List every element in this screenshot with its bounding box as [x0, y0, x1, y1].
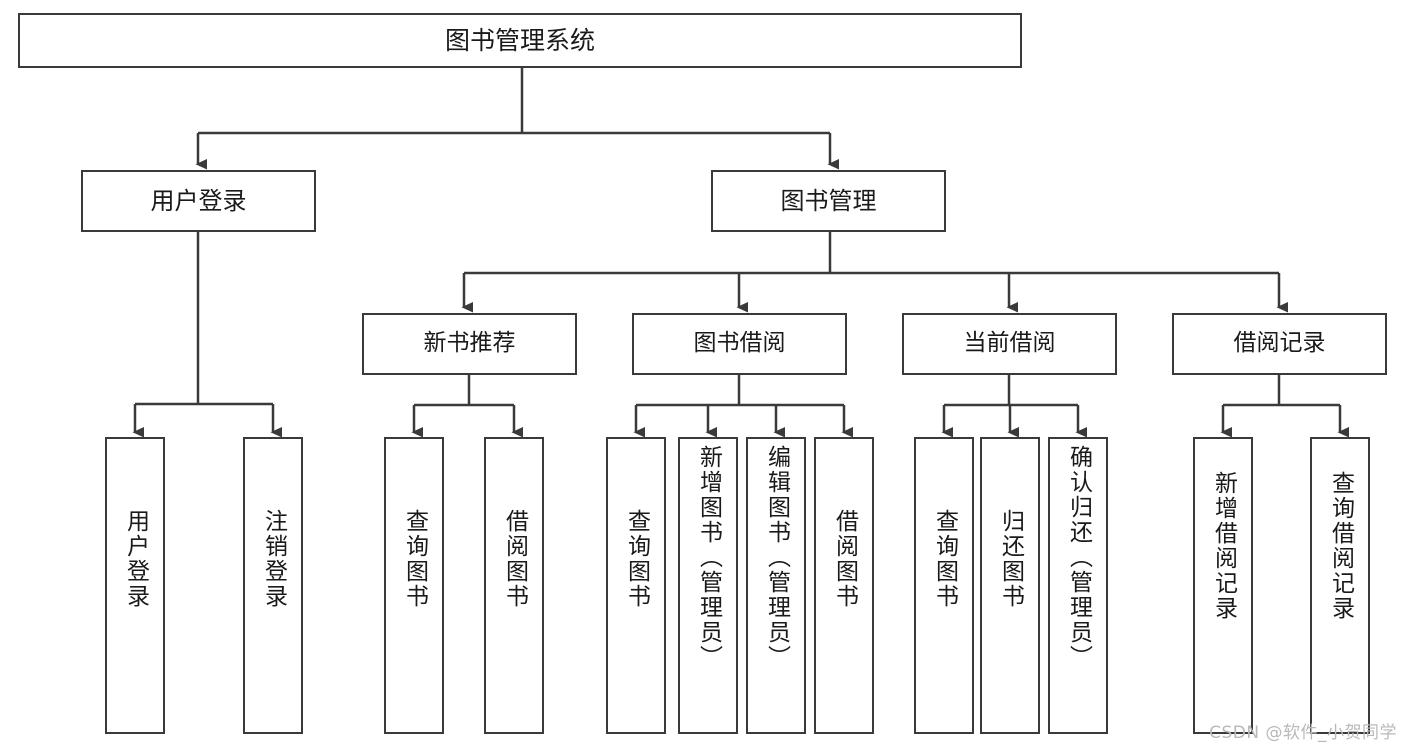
node-leaf-logout-login[interactable]: 注销登录	[243, 437, 303, 734]
watermark-text: CSDN @软件_小贺同学	[1209, 723, 1397, 743]
node-leaf-user-login-label: 用户登录	[122, 509, 149, 609]
node-leaf-query-book-2[interactable]: 查询图书	[606, 437, 666, 734]
node-leaf-logout-login-label: 注销登录	[260, 509, 287, 609]
node-leaf-return-book[interactable]: 归还图书	[980, 437, 1040, 734]
node-book-management-label: 图书管理	[780, 186, 877, 215]
node-current-borrow[interactable]: 当前借阅	[902, 313, 1117, 375]
node-user-login-label: 用户登录	[150, 186, 247, 215]
node-borrow-record-label: 借阅记录	[1233, 330, 1326, 357]
node-leaf-add-book[interactable]: 新增图书（管理员）	[678, 437, 738, 734]
node-leaf-add-borrow-record[interactable]: 新增借阅记录	[1193, 437, 1253, 734]
node-leaf-edit-book-label: 编辑图书（管理员）	[763, 445, 790, 670]
node-leaf-edit-book[interactable]: 编辑图书（管理员）	[746, 437, 806, 734]
node-leaf-query-borrow-record[interactable]: 查询借阅记录	[1310, 437, 1370, 734]
node-root-label: 图书管理系统	[444, 25, 595, 55]
node-book-borrow-label: 图书借阅	[693, 330, 786, 357]
node-leaf-borrow-book-1[interactable]: 借阅图书	[484, 437, 544, 734]
node-leaf-confirm-return[interactable]: 确认归还（管理员）	[1048, 437, 1108, 734]
node-leaf-query-book-3-label: 查询图书	[931, 509, 958, 609]
node-leaf-confirm-return-label: 确认归还（管理员）	[1065, 445, 1092, 670]
node-leaf-user-login[interactable]: 用户登录	[105, 437, 165, 734]
node-leaf-add-borrow-record-label: 新增借阅记录	[1210, 471, 1237, 621]
node-leaf-query-book-2-label: 查询图书	[623, 509, 650, 609]
node-new-book-recommend-label: 新书推荐	[423, 330, 516, 357]
node-borrow-record[interactable]: 借阅记录	[1172, 313, 1387, 375]
node-leaf-return-book-label: 归还图书	[997, 509, 1024, 609]
node-leaf-query-book-3[interactable]: 查询图书	[914, 437, 974, 734]
node-user-login[interactable]: 用户登录	[81, 170, 316, 232]
node-leaf-borrow-book-1-label: 借阅图书	[501, 509, 528, 609]
node-book-management[interactable]: 图书管理	[711, 170, 946, 232]
node-new-book-recommend[interactable]: 新书推荐	[362, 313, 577, 375]
node-book-borrow[interactable]: 图书借阅	[632, 313, 847, 375]
node-root[interactable]: 图书管理系统	[18, 13, 1022, 68]
node-current-borrow-label: 当前借阅	[963, 330, 1056, 357]
node-leaf-borrow-book-2[interactable]: 借阅图书	[814, 437, 874, 734]
node-leaf-query-book-1[interactable]: 查询图书	[384, 437, 444, 734]
node-leaf-add-book-label: 新增图书（管理员）	[695, 445, 722, 670]
node-leaf-query-borrow-record-label: 查询借阅记录	[1327, 471, 1354, 621]
node-leaf-query-book-1-label: 查询图书	[401, 509, 428, 609]
node-leaf-borrow-book-2-label: 借阅图书	[831, 509, 858, 609]
